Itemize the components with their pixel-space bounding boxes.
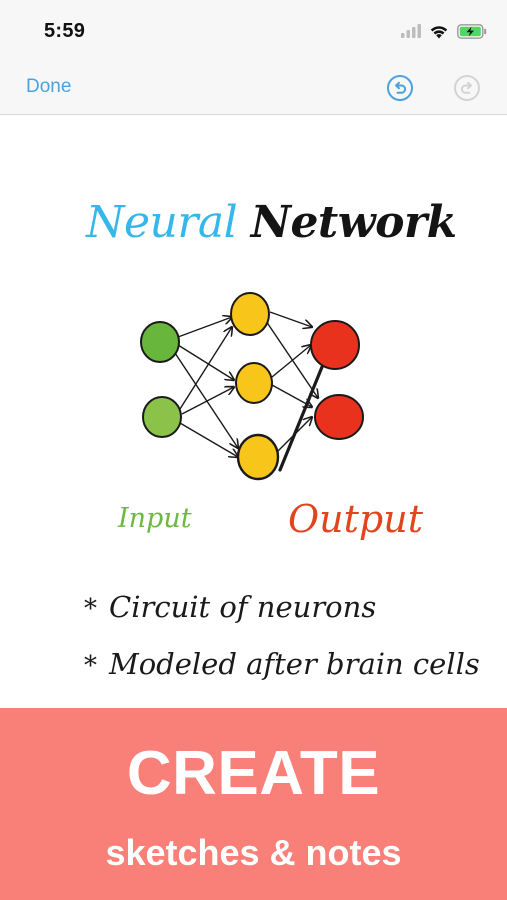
sketch-title-word-network: Network (250, 197, 457, 248)
sketch-title: Neural Network (86, 197, 457, 248)
battery-charging-icon (457, 23, 487, 39)
wifi-icon (430, 25, 448, 38)
status-bar: 5:59 (0, 0, 507, 62)
connection-arrows (174, 311, 318, 457)
output-label: Output (288, 497, 423, 541)
output-neurons (310, 320, 364, 440)
bullet-text: Modeled after brain cells (109, 647, 480, 681)
status-time: 5:59 (44, 20, 86, 42)
done-button[interactable]: Done (26, 76, 72, 97)
bullet-item: * Circuit of neurons (84, 590, 376, 624)
banner-title: CREATE (126, 739, 381, 808)
promo-banner: CREATE sketches & notes (0, 708, 507, 900)
cellular-signal-icon (401, 24, 421, 38)
toolbar: Done (0, 62, 507, 115)
bullet-marker: * (84, 594, 97, 624)
bullet-marker: * (84, 651, 97, 681)
undo-icon[interactable] (386, 74, 414, 102)
drawing-canvas[interactable]: Neural Network (0, 115, 507, 715)
status-icons (401, 20, 487, 42)
banner-subtitle: sketches & notes (105, 832, 402, 873)
hidden-neurons (230, 292, 280, 481)
redo-icon[interactable] (453, 74, 481, 102)
sketch-title-word-neural: Neural (86, 197, 238, 248)
input-neurons (140, 321, 182, 438)
bullet-text: Circuit of neurons (109, 590, 377, 624)
input-label: Input (118, 503, 192, 534)
bullet-item: * Modeled after brain cells (84, 647, 480, 681)
neural-network-drawing (140, 292, 364, 481)
